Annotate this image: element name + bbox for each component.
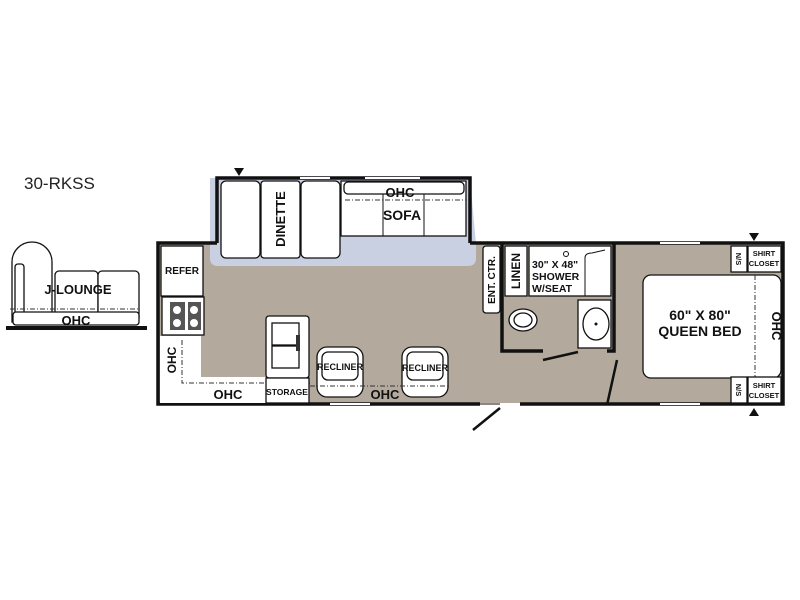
- recliner-1: [316, 346, 364, 398]
- j-lounge-option: J-LOUNGE OHC: [6, 241, 147, 330]
- ohc-bottom-label: OHC: [371, 387, 401, 402]
- shower-size-label: 30" X 48": [532, 259, 578, 271]
- closet-top-label-2: CLOSET: [749, 259, 780, 268]
- shower: [528, 245, 612, 297]
- kitchen-counter: [160, 336, 267, 403]
- linen-closet: [504, 245, 528, 297]
- recliner-2-label: RECLINER: [402, 363, 449, 373]
- kitchen-island-sink: [265, 315, 310, 379]
- bed-size-label: 60" X 80": [669, 307, 731, 323]
- shirt-closet-bottom: [747, 376, 782, 404]
- shower-label: SHOWER: [532, 271, 580, 283]
- entertainment-center: [482, 245, 501, 314]
- dinette-label: DINETTE: [273, 191, 288, 247]
- arrow-marker-icon: [234, 168, 244, 176]
- sofa-label: SOFA: [383, 207, 421, 223]
- shirt-closet-top: [747, 245, 782, 273]
- refer-label: REFER: [165, 266, 200, 277]
- slideout: DINETTE OHC SOFA: [215, 176, 472, 259]
- closet-bottom-label-1: SHIRT: [753, 381, 776, 390]
- ohc-bottom-left-label: OHC: [214, 387, 244, 402]
- refrigerator: [160, 245, 204, 297]
- ohc-left-label: OHC: [165, 346, 179, 373]
- storage: [265, 377, 310, 404]
- nightstand-top: [730, 245, 748, 273]
- queen-bed: [642, 274, 782, 379]
- nightstand-bottom: [730, 376, 748, 404]
- sofa-ohc-label: OHC: [386, 185, 416, 200]
- arrow-marker-icon: [749, 233, 759, 241]
- bathroom-door[interactable]: [542, 350, 579, 362]
- shower-seat-label: W/SEAT: [532, 283, 573, 295]
- closet-bottom-label-2: CLOSET: [749, 391, 780, 400]
- entry-door[interactable]: [472, 407, 501, 431]
- ohc-bedroom-label: OHC: [769, 312, 784, 342]
- toilet-icon: [508, 308, 538, 332]
- j-lounge-label: J-LOUNGE: [44, 282, 112, 297]
- j-lounge-ohc-label: OHC: [62, 313, 92, 328]
- stove-icon: [161, 296, 205, 336]
- storage-label: STORAGE: [266, 387, 308, 397]
- bathroom-sink: [577, 299, 612, 349]
- closet-top-label-1: SHIRT: [753, 249, 776, 258]
- ent-ctr-label: ENT. CTR.: [487, 256, 498, 304]
- bathroom-wall: [500, 243, 543, 353]
- linen-label: LINEN: [509, 253, 523, 289]
- recliner-2: [401, 346, 449, 398]
- ns-top-label: N/S: [734, 253, 743, 266]
- exterior-wall: [156, 241, 785, 406]
- windows: [300, 177, 700, 405]
- bed-label: QUEEN BED: [658, 323, 741, 339]
- arrow-marker-icon: [749, 408, 759, 416]
- bedroom-door[interactable]: [605, 359, 619, 406]
- ns-bottom-label: N/S: [734, 384, 743, 397]
- model-name: 30-RKSS: [24, 174, 95, 193]
- recliner-1-label: RECLINER: [317, 362, 364, 372]
